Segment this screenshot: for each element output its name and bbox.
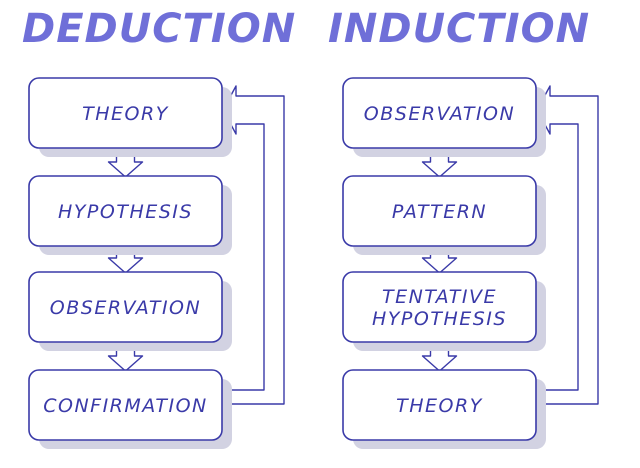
induction-step-observation: OBSERVATION — [342, 77, 546, 157]
induction-step-box — [342, 175, 537, 247]
induction-step-label: THEORY — [396, 395, 483, 417]
deduction-flow: THEORY HYPOTHESIS OBSERVATION CONFIRMATION — [28, 77, 285, 449]
induction-step-box — [342, 271, 537, 343]
deduction-step-label: THEORY — [82, 103, 169, 125]
deduction-step-box — [28, 369, 223, 441]
induction-step-label: OBSERVATION — [364, 103, 515, 125]
deduction-step-label: HYPOTHESIS — [58, 201, 193, 223]
induction-step-box — [342, 369, 537, 441]
deduction-step-theory: THEORY — [28, 77, 232, 157]
deduction-step-observation: OBSERVATION — [28, 271, 232, 351]
induction-step-label: PATTERN — [392, 201, 487, 223]
deduction-step-label: CONFIRMATION — [43, 395, 208, 417]
deduction-title: DEDUCTION — [22, 6, 296, 52]
deduction-step-box — [28, 77, 223, 149]
deduction-step-label: OBSERVATION — [50, 297, 201, 319]
induction-step-pattern: PATTERN — [342, 175, 546, 255]
deduction-step-box — [28, 271, 223, 343]
induction-step-theory: THEORY — [342, 369, 546, 449]
deduction-step-hypothesis: HYPOTHESIS — [28, 175, 232, 255]
induction-title: INDUCTION — [328, 6, 590, 52]
deduction-step-box — [28, 175, 223, 247]
deduction-step-confirmation: CONFIRMATION — [28, 369, 232, 449]
induction-step-box — [342, 77, 537, 149]
